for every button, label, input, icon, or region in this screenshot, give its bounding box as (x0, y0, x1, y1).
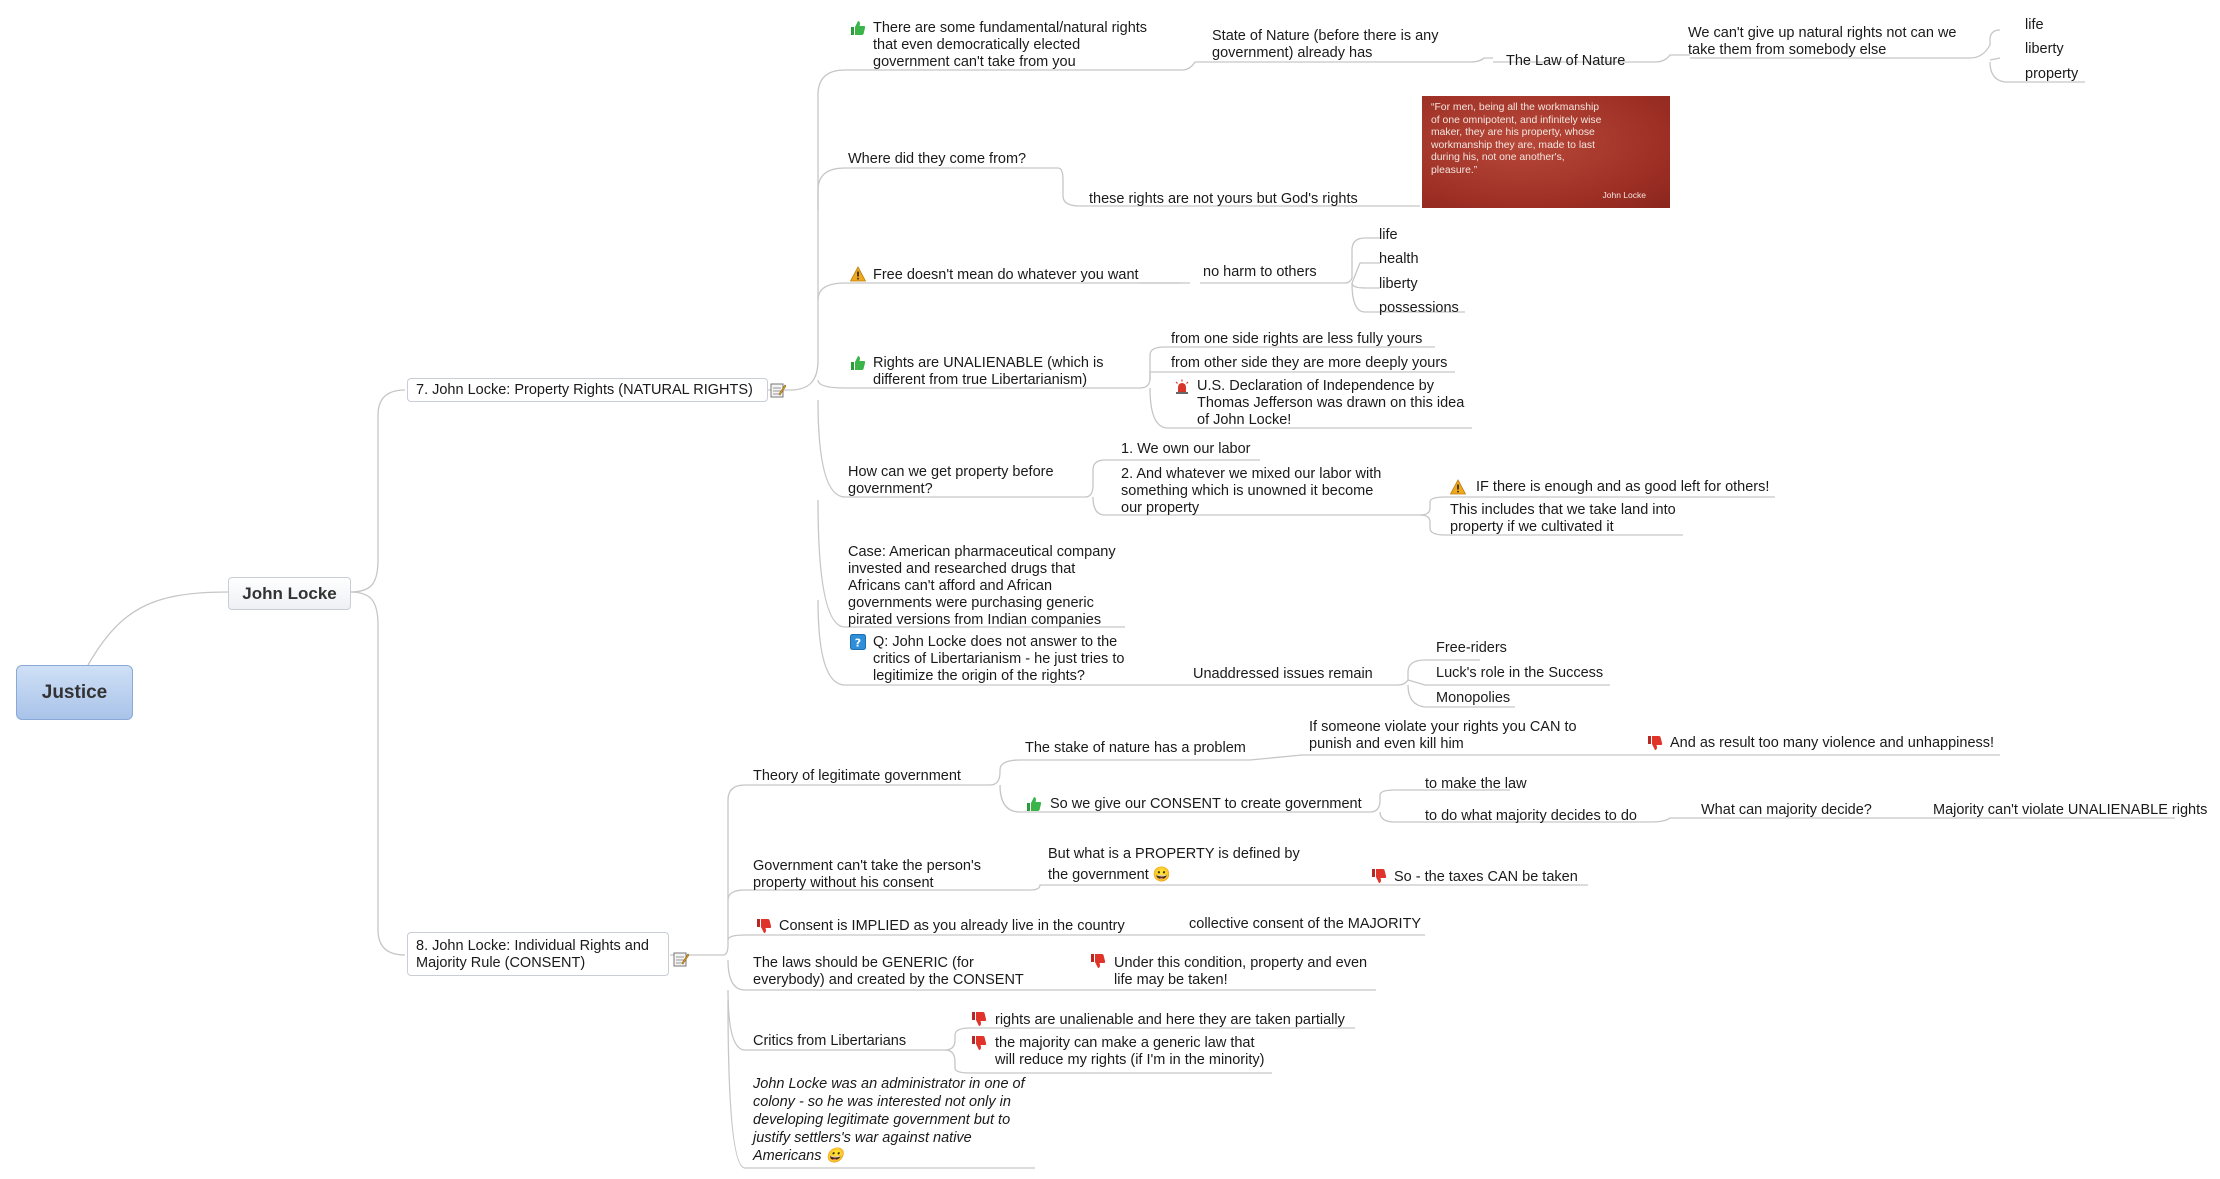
what-majority-node[interactable]: What can majority decide? (1701, 802, 1872, 818)
property-taken-node[interactable]: Under this condition, property and even … (1114, 955, 1368, 988)
cant-give-up-node[interactable]: We can't give up natural rights not can … (1688, 25, 1957, 58)
central-topic[interactable]: Justice (16, 665, 133, 720)
less-fully-yours-node[interactable]: from one side rights are less fully your… (1171, 331, 1423, 347)
own-labor-node[interactable]: 1. We own our labor (1121, 441, 1251, 457)
thumbs-down-icon (1647, 735, 1663, 751)
thumbs-up-icon (850, 20, 866, 36)
svg-text:?: ? (855, 637, 861, 650)
libertarian-critics-node[interactable]: Critics from Libertarians (753, 1033, 907, 1049)
make-law-node[interactable]: to make the law (1425, 776, 1527, 792)
consent-node[interactable]: So we give our CONSENT to create governm… (1050, 796, 1362, 812)
law-of-nature-node[interactable]: The Law of Nature (1506, 53, 1626, 69)
origin-of-rights-node[interactable]: Where did they come from? (848, 151, 1027, 167)
thumbs-down-icon (1371, 868, 1387, 884)
thumbs-up-icon (1026, 796, 1042, 812)
legitimate-gov-node[interactable]: Theory of legitimate government (753, 768, 961, 784)
natural-rights-node[interactable]: There are some fundamental/natural right… (873, 20, 1148, 70)
main-topic-john-locke[interactable]: John Locke (228, 577, 351, 610)
question-node[interactable]: Q: John Locke does not answer to the cri… (873, 634, 1125, 684)
unaddressed-node[interactable]: Unaddressed issues remain (1193, 666, 1373, 682)
no-harm-liberty[interactable]: liberty (1379, 276, 1418, 292)
taken-partially-node[interactable]: rights are unalienable and here they are… (995, 1012, 1345, 1028)
quote-author: John Locke (1602, 190, 1646, 201)
branch-property-rights[interactable]: 7. John Locke: Property Rights (NATURAL … (407, 378, 768, 402)
question-icon: ? (850, 634, 866, 650)
natural-right-liberty[interactable]: liberty (2025, 41, 2064, 57)
issue-luck[interactable]: Luck's role in the Success (1436, 665, 1604, 681)
state-of-nature-node[interactable]: State of Nature (before there is any gov… (1212, 28, 1439, 61)
minority-rights-node[interactable]: the majority can make a generic law that… (995, 1035, 1265, 1068)
thumbs-down-icon (971, 1035, 987, 1051)
taxes-node[interactable]: So - the taxes CAN be taken (1394, 869, 1578, 885)
thumbs-up-icon (850, 355, 866, 371)
no-harm-possessions[interactable]: possessions (1379, 300, 1459, 316)
collective-consent-node[interactable]: collective consent of the MAJORITY (1189, 916, 1422, 932)
declaration-node[interactable]: U.S. Declaration of Independence by Thom… (1197, 378, 1465, 428)
warning-icon (850, 266, 866, 282)
gods-rights-node[interactable]: these rights are not yours but God's rig… (1089, 191, 1358, 207)
majority-decides-node[interactable]: to do what majority decides to do (1425, 808, 1637, 824)
note-icon[interactable] (673, 951, 690, 967)
warning-icon (1450, 479, 1466, 495)
thumbs-down-icon (756, 918, 772, 934)
property-defined-node[interactable]: But what is a PROPERTY is defined by the… (1048, 846, 1300, 883)
quote-text: “For men, being all the workmanship of o… (1431, 102, 1602, 176)
issue-monopolies[interactable]: Monopolies (1436, 690, 1511, 706)
thumbs-down-icon (971, 1011, 987, 1027)
pharma-case-node[interactable]: Case: American pharmaceutical company in… (848, 544, 1116, 628)
thumbs-down-icon (1090, 953, 1106, 969)
no-harm-life[interactable]: life (1379, 227, 1398, 243)
administrator-note-node[interactable]: John Locke was an administrator in one o… (753, 1076, 1025, 1164)
free-not-whatever-node[interactable]: Free doesn't mean do whatever you want (873, 267, 1139, 283)
alarm-icon (1174, 379, 1190, 395)
locke-quote-image: “For men, being all the workmanship of o… (1422, 96, 1670, 208)
majority-cant-violate-node[interactable]: Majority can't violate UNALIENABLE right… (1933, 802, 2208, 818)
consent-implied-node[interactable]: Consent is IMPLIED as you already live i… (779, 918, 1125, 934)
branch-individual-rights[interactable]: 8. John Locke: Individual Rights and Maj… (407, 932, 669, 976)
land-cultivated-node[interactable]: This includes that we take land into pro… (1450, 502, 1676, 535)
mixed-labor-node[interactable]: 2. And whatever we mixed our labor with … (1121, 466, 1382, 516)
stake-of-nature-node[interactable]: The stake of nature has a problem (1025, 740, 1246, 756)
enough-left-node[interactable]: IF there is enough and as good left for … (1476, 479, 1770, 495)
no-harm-node[interactable]: no harm to others (1203, 264, 1317, 280)
more-deeply-yours-node[interactable]: from other side they are more deeply you… (1171, 355, 1448, 371)
no-harm-health[interactable]: health (1379, 251, 1419, 267)
note-icon[interactable] (770, 382, 787, 398)
violence-node[interactable]: And as result too many violence and unha… (1670, 735, 1995, 751)
issue-free-riders[interactable]: Free-riders (1436, 640, 1507, 656)
no-property-without-consent-node[interactable]: Government can't take the person's prope… (753, 858, 981, 891)
property-before-gov-node[interactable]: How can we get property before governmen… (848, 464, 1054, 497)
unalienable-node[interactable]: Rights are UNALIENABLE (which is differe… (873, 355, 1104, 388)
generic-laws-node[interactable]: The laws should be GENERIC (for everybod… (753, 955, 1024, 988)
natural-right-property[interactable]: property (2025, 66, 2079, 82)
punish-node[interactable]: If someone violate your rights you CAN t… (1309, 719, 1577, 752)
natural-right-life[interactable]: life (2025, 17, 2044, 33)
